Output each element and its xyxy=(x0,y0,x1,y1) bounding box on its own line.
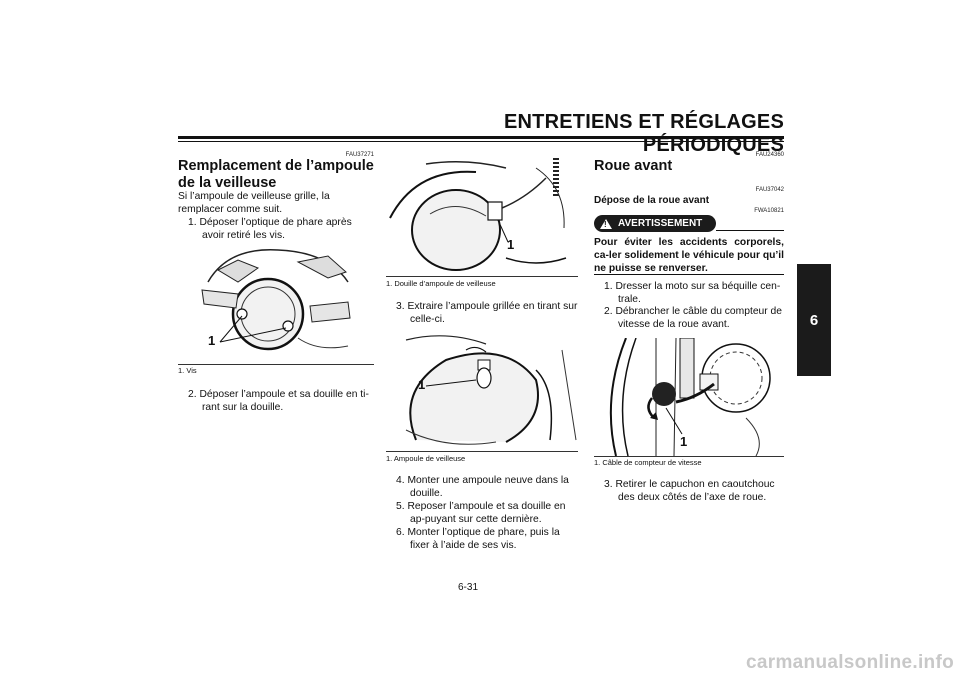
step-5: 5. Reposer l’ampoule et sa douille en ap… xyxy=(396,501,566,525)
warning-code: FWA10821 xyxy=(754,208,784,214)
caption-rule xyxy=(594,456,784,457)
section-code: FAU24360 xyxy=(755,152,784,158)
page-header-title: ENTRETIENS ET RÉGLAGES PÉRIODIQUES xyxy=(504,111,784,156)
step-4: 4. Monter une ampoule neuve dans la doui… xyxy=(396,475,569,499)
warning-rule xyxy=(716,230,784,231)
warning-badge: ! AVERTISSEMENT xyxy=(594,215,716,232)
figure-caption: 1. Câble de compteur de vitesse xyxy=(594,458,702,467)
figure-caption: 1. Vis xyxy=(178,366,197,375)
figure-callout: 1 xyxy=(208,333,216,348)
warning-label: AVERTISSEMENT xyxy=(618,218,703,229)
figure-headlight-screws xyxy=(198,242,356,364)
warning-text: Pour éviter les accidents corporels, ca-… xyxy=(594,237,784,274)
header-rule xyxy=(178,136,784,139)
intro-text: Si l’ampoule de veilleuse grille, la rem… xyxy=(178,191,330,215)
caption-rule xyxy=(386,451,578,452)
step-6: 6. Monter l’optique de phare, puis la fi… xyxy=(396,527,560,551)
step-3: 3. Retirer le capuchon en caoutchouc des… xyxy=(604,479,775,503)
figure-bulb xyxy=(386,330,578,450)
warning-icon: ! xyxy=(600,218,612,229)
figure-callout: 1 xyxy=(507,237,515,252)
warning-rule-bottom xyxy=(594,274,784,275)
section-code: FAU37271 xyxy=(345,152,374,158)
figure-bulb-socket xyxy=(386,158,578,276)
figure-caption: 1. Ampoule de veilleuse xyxy=(386,454,466,463)
section-code: FAU37042 xyxy=(755,187,784,193)
figure-caption: 1. Douille d’ampoule de veilleuse xyxy=(386,279,496,288)
figure-speedometer-cable xyxy=(596,338,784,456)
step-1: 1. Dresser la moto sur sa béquille cen-t… xyxy=(604,281,781,305)
subsection-heading: Dépose de la roue avant xyxy=(594,195,710,206)
caption-rule xyxy=(386,276,578,277)
figure-callout: 1 xyxy=(418,377,426,392)
caption-rule xyxy=(178,364,374,365)
section-heading: Remplacement de l’ampoule de la veilleus… xyxy=(178,158,374,191)
watermark: carmanualsonline.info xyxy=(746,652,954,673)
step-2: 2. Débrancher le câble du compteur de vi… xyxy=(604,306,783,330)
step-1: 1. Déposer l’optique de phare après avoi… xyxy=(188,217,352,241)
page-number: 6-31 xyxy=(458,582,479,593)
figure-callout: 1 xyxy=(680,434,688,449)
section-heading: Roue avant xyxy=(594,158,673,174)
step-2: 2. Déposer l’ampoule et sa douille en ti… xyxy=(188,389,369,413)
chapter-tab: 6 xyxy=(797,264,831,376)
header-rule-thin xyxy=(178,141,784,142)
step-3: 3. Extraire l’ampoule grillée en tirant … xyxy=(396,301,578,325)
